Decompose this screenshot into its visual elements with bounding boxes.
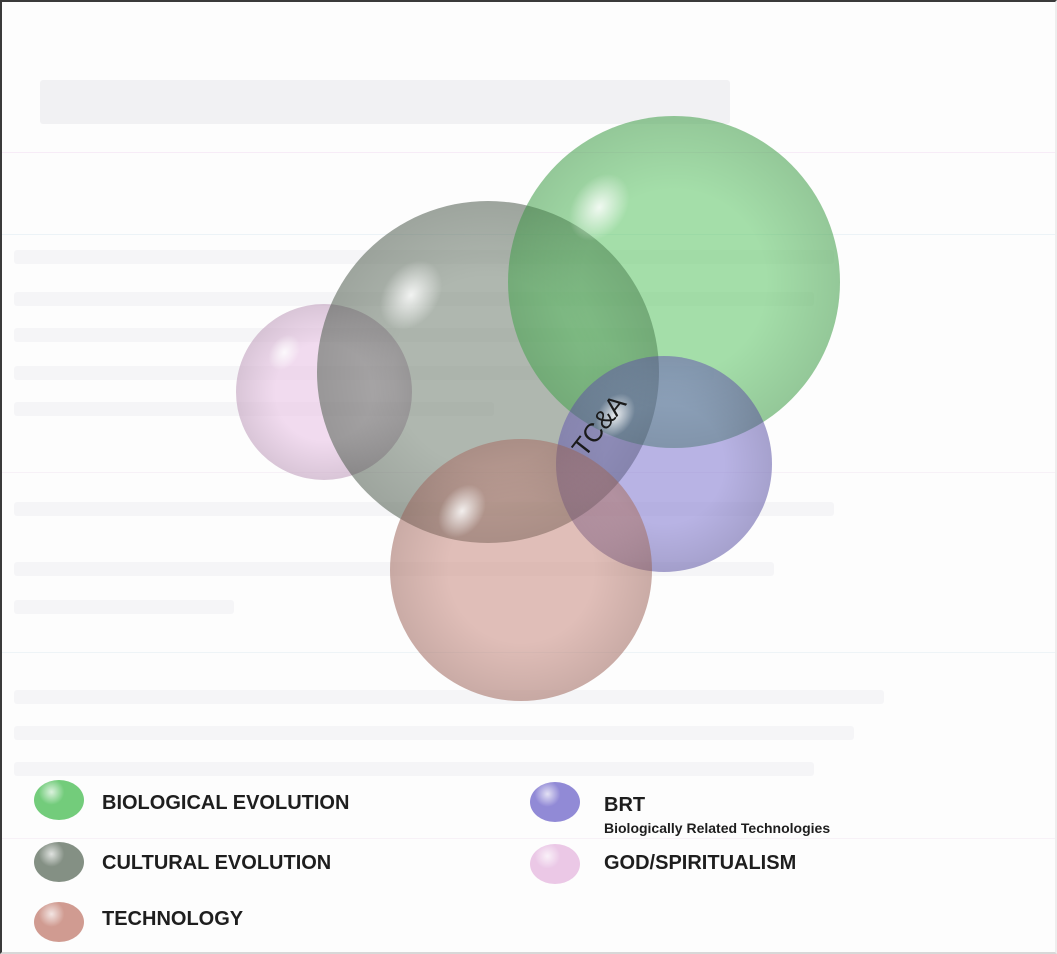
legend-swatch-biological [34, 780, 84, 820]
legend-label-cultural: CULTURAL EVOLUTION [102, 852, 332, 874]
scan-line [2, 838, 1055, 839]
circle-highlight-cultural [379, 260, 443, 330]
ghost-title-line [40, 80, 730, 124]
circle-highlight-brt [595, 393, 636, 438]
ghost-text-line [14, 690, 884, 704]
ghost-text-line [14, 762, 814, 776]
circle-highlight-god [268, 334, 301, 371]
legend-swatch-cultural [34, 842, 84, 882]
legend-sublabel-brt: Biologically Related Technologies [604, 820, 831, 836]
legend-label-brt: BRT [604, 794, 646, 816]
highlights-layer [236, 116, 840, 701]
circle-highlight-technology [438, 484, 486, 538]
legend-swatch-technology [34, 902, 84, 942]
scan-line [2, 152, 1055, 153]
legend-swatch-god [530, 844, 580, 884]
circle-highlight-biological [569, 173, 630, 241]
circle-shade-technology [390, 439, 652, 701]
legend-label-biological: BIOLOGICAL EVOLUTION [102, 792, 350, 814]
ghost-text-line [14, 600, 234, 614]
ghost-text-line [14, 726, 854, 740]
legend-label-technology: TECHNOLOGY [102, 908, 244, 930]
legend-label-god: GOD/SPIRITUALISM [604, 852, 797, 874]
legend-swatch-brt [530, 782, 580, 822]
